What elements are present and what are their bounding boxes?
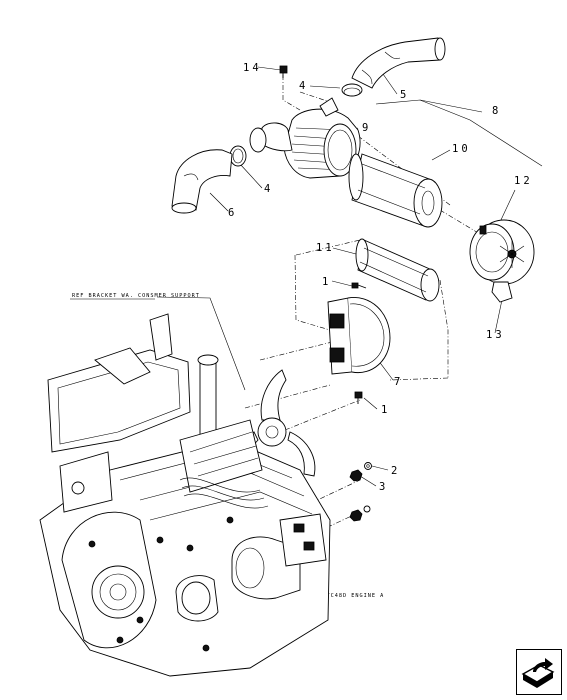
callout-1-bottom: 1	[381, 404, 390, 416]
engine-reference-assembly	[39, 313, 331, 677]
air-cleaner-end-cover	[469, 219, 535, 303]
callout-3: 3	[379, 481, 388, 493]
callout-13: 13	[486, 329, 505, 341]
callout-5: 5	[400, 89, 409, 101]
next-page-arrow-icon	[521, 658, 555, 688]
ref-engine-label: REF TC48D ENGINE A	[310, 593, 384, 599]
callout-1-top: 1	[322, 276, 331, 288]
bolt-1-bottom	[354, 391, 363, 404]
bolt-14	[279, 65, 288, 78]
next-page-button[interactable]	[516, 649, 562, 695]
ref-bracket-label: REF BRACKET WA. CONSMER SUPPORT	[72, 293, 200, 299]
callout-4-top: 4	[299, 80, 308, 92]
hose-clamp-left	[229, 145, 247, 167]
nut-3	[349, 469, 371, 522]
callout-2: 2	[391, 465, 400, 477]
callout-10: 10	[452, 143, 471, 155]
hose-clamp-top	[341, 83, 363, 97]
safety-filter-element	[355, 238, 440, 302]
lower-air-hose	[171, 149, 233, 214]
bolt-1-top	[351, 282, 367, 289]
callout-12: 12	[514, 175, 533, 187]
callout-8: 8	[492, 105, 501, 117]
mounting-band-bracket	[327, 297, 391, 375]
washer-2	[364, 462, 372, 470]
air-cleaner-housing	[249, 97, 361, 179]
callout-6: 6	[228, 207, 237, 219]
callout-11: 11	[316, 242, 335, 254]
callout-4-left: 4	[264, 183, 273, 195]
upper-air-hose	[351, 37, 446, 89]
callout-14: 14	[243, 62, 262, 74]
callout-7: 7	[394, 376, 403, 388]
primary-filter-element	[348, 153, 443, 228]
callout-9: 9	[362, 122, 371, 134]
